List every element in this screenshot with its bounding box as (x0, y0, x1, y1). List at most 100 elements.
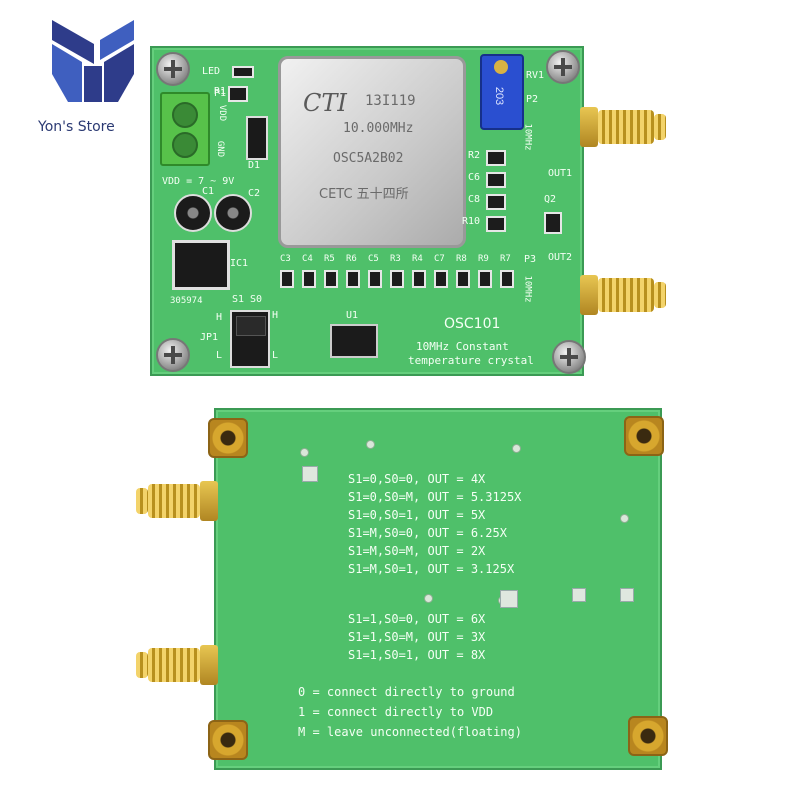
brass-standoff-bottom-left (208, 720, 248, 760)
comp-label-r9: R9 (478, 254, 489, 264)
smd-r3 (390, 270, 404, 288)
transistor-q2 (544, 212, 562, 234)
label-freq2: 10MHz (522, 275, 533, 303)
crystal-line-3: OSC5A2B02 (333, 151, 404, 166)
mode-row-4: S1=M,S0=0, OUT = 6.25X (348, 526, 507, 540)
crystal-line-1: 13I119 (365, 93, 416, 109)
label-ic1: IC1 (230, 258, 249, 269)
mounting-screw-bottom-left (156, 338, 190, 372)
smd-c4 (302, 270, 316, 288)
mounting-screw-top-left (156, 52, 190, 86)
label-osc: OSC101 (444, 316, 501, 332)
mounting-screw-top-right (546, 50, 580, 84)
label-u1: U1 (346, 310, 359, 321)
jumper-header[interactable] (230, 310, 270, 368)
legend: 0 = connect directly to ground 1 = conne… (298, 682, 522, 742)
mode-row-2: S1=0,S0=M, OUT = 5.3125X (348, 490, 522, 504)
potentiometer-rv1[interactable]: 203 (480, 54, 524, 130)
via (366, 440, 375, 449)
crystal-oscillator: CTI 13I119 10.000MHz OSC5A2B02 CETC 五十四所 (278, 56, 466, 248)
label-c8: C8 (468, 194, 481, 205)
regulator-ic1 (172, 240, 230, 290)
label-s1: S1 (232, 294, 245, 305)
pad (302, 466, 318, 482)
smd-c5 (368, 270, 382, 288)
legend-0: 0 = connect directly to ground (298, 685, 515, 699)
label-l-left: L (216, 350, 223, 361)
label-vdd-range: VDD = 7 ~ 9V (162, 176, 235, 187)
brand-logo: Yon's Store (38, 14, 148, 144)
label-c1: C1 (202, 186, 215, 197)
comp-label-r8: R8 (456, 254, 467, 264)
yon-store-logo-icon (52, 20, 134, 102)
bottom-pcb-board: S1=0,S0=0, OUT = 4X S1=0,S0=M, OUT = 5.3… (208, 408, 668, 770)
smd-r7 (500, 270, 514, 288)
legend-m: M = leave unconnected(floating) (298, 725, 522, 739)
via (300, 448, 309, 457)
label-r10: R10 (462, 216, 481, 227)
smd-r2 (486, 150, 506, 166)
terminal-screw-2 (172, 132, 198, 158)
smd-c7 (434, 270, 448, 288)
smd-c8 (486, 194, 506, 210)
smd-c6 (486, 172, 506, 188)
mode-table-2: S1=1,S0=0, OUT = 6X S1=1,S0=M, OUT = 3X … (348, 610, 485, 664)
smd-r4 (412, 270, 426, 288)
legend-1: 1 = connect directly to VDD (298, 705, 494, 719)
component-row: C3 C4 R5 R6 C5 R3 R4 C7 R8 R9 R7 (280, 254, 520, 294)
mode-table-1: S1=0,S0=0, OUT = 4X S1=0,S0=M, OUT = 5.3… (348, 470, 521, 578)
r1-component (228, 86, 248, 102)
brand-name: Yon's Store (38, 119, 115, 135)
capacitor-c1 (174, 194, 212, 232)
comp-label-c4: C4 (302, 254, 313, 264)
sma-connector-bottom-1 (136, 481, 236, 521)
brass-standoff-top-right (624, 416, 664, 456)
via (424, 594, 433, 603)
mounting-screw-bottom-right (552, 340, 586, 374)
pot-screw-icon[interactable] (494, 60, 508, 74)
smd-r9 (478, 270, 492, 288)
label-d1: D1 (248, 160, 261, 171)
label-c6: C6 (468, 172, 481, 183)
label-h-right: H (272, 310, 279, 321)
sma-connector-out2 (560, 275, 670, 315)
label-out2: OUT2 (548, 252, 573, 263)
brass-standoff-bottom-right (628, 716, 668, 756)
brass-standoff-top-left (208, 418, 248, 458)
label-out1: OUT1 (548, 168, 573, 179)
sma-connector-out1 (560, 107, 670, 147)
capacitor-c2 (214, 194, 252, 232)
label-r2: R2 (468, 150, 481, 161)
label-c2: C2 (248, 188, 261, 199)
comp-label-c3: C3 (280, 254, 291, 264)
crystal-line-4: CETC 五十四所 (319, 187, 409, 202)
comp-label-r4: R4 (412, 254, 423, 264)
crystal-line-2: 10.000MHz (343, 121, 414, 136)
mode-row-8: S1=1,S0=M, OUT = 3X (348, 630, 486, 644)
mode-row-6: S1=M,S0=1, OUT = 3.125X (348, 562, 515, 576)
label-serial: 305974 (170, 296, 203, 306)
comp-label-r5: R5 (324, 254, 335, 264)
via (620, 514, 629, 523)
label-rv1: RV1 (526, 70, 545, 81)
mode-row-5: S1=M,S0=M, OUT = 2X (348, 544, 486, 558)
label-p2: P2 (526, 94, 539, 105)
label-led: LED (202, 66, 221, 77)
mode-row-3: S1=0,S0=1, OUT = 5X (348, 508, 486, 522)
diode-d1 (246, 116, 268, 160)
pad (620, 588, 634, 602)
chip-u1 (330, 324, 378, 358)
label-desc2: temperature crystal (408, 354, 534, 367)
mode-row-9: S1=1,S0=1, OUT = 8X (348, 648, 486, 662)
mode-row-1: S1=0,S0=0, OUT = 4X (348, 472, 486, 486)
cti-logo: CTI (303, 89, 347, 117)
label-s0: S0 (250, 294, 263, 305)
pad (572, 588, 586, 602)
via (512, 444, 521, 453)
pot-code: 203 (493, 86, 506, 106)
pad (500, 590, 518, 608)
comp-label-c5: C5 (368, 254, 379, 264)
sma-connector-bottom-2 (136, 645, 236, 685)
comp-label-r3: R3 (390, 254, 401, 264)
jumper-cap[interactable] (236, 316, 266, 336)
